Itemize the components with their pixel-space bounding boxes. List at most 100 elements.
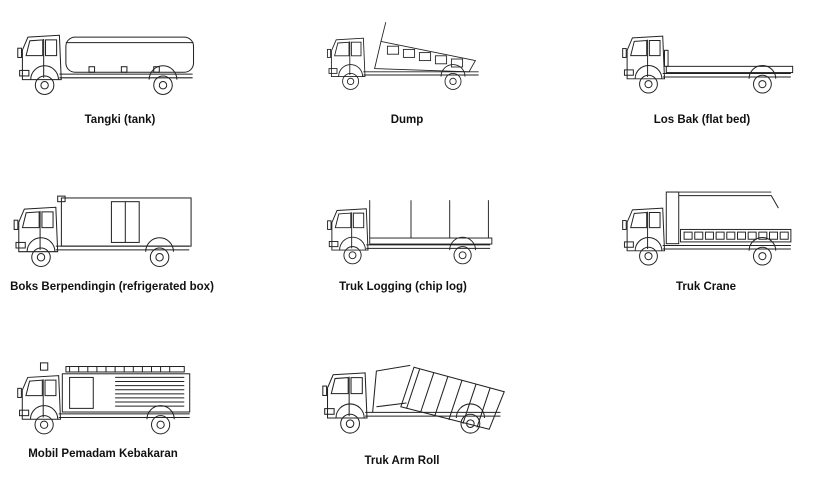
bumper <box>623 241 634 248</box>
bed-panel <box>769 231 779 240</box>
refrigeration-unit <box>57 195 66 203</box>
wheel-arch <box>338 64 364 77</box>
door-window <box>648 40 661 57</box>
wheel <box>343 246 362 265</box>
wheel-hub <box>158 81 168 90</box>
bed-panel <box>779 231 789 240</box>
wheel-hub <box>644 252 653 261</box>
bed-panel <box>683 231 693 240</box>
flatbed-truck-drawing <box>620 12 798 102</box>
valve <box>120 66 128 73</box>
wheel <box>340 413 360 434</box>
crane-bed <box>680 228 792 243</box>
truck-label: Truk Arm Roll <box>364 455 440 467</box>
door-window <box>648 212 661 229</box>
truck-illustration <box>17 34 195 95</box>
dump-truck-drawing <box>325 12 485 102</box>
wheel <box>639 74 658 94</box>
mirror <box>326 48 332 58</box>
truck-illustration <box>17 362 191 435</box>
bed-panel <box>736 231 746 240</box>
truck-illustration <box>13 195 192 268</box>
truck-illustration <box>327 200 493 265</box>
container-rib <box>420 372 435 413</box>
wheel-hub <box>758 252 767 261</box>
mirror <box>13 219 19 230</box>
bumper <box>324 408 335 415</box>
bumper <box>15 241 26 249</box>
headboard <box>664 49 669 67</box>
truck-illustration <box>622 191 792 266</box>
cab <box>626 35 666 80</box>
box <box>60 197 192 247</box>
wheel-hub <box>346 77 355 86</box>
wheel-hub <box>758 80 767 89</box>
wheel-hub <box>36 253 46 262</box>
wheel-arch <box>146 405 175 420</box>
truck-illustration <box>622 35 794 94</box>
bed-panel <box>694 231 704 240</box>
cab-window <box>25 379 43 397</box>
container-rib <box>448 380 463 421</box>
door-window <box>45 39 58 57</box>
door-window <box>41 211 54 229</box>
cab <box>21 34 62 81</box>
crane-boom <box>678 195 779 209</box>
wheel <box>444 72 462 90</box>
crane-column <box>665 191 680 245</box>
cab-window <box>630 40 648 57</box>
truck-label: Tangki (tank) <box>84 114 156 126</box>
wheel <box>342 72 360 90</box>
truck-illustration <box>326 22 479 90</box>
mirror <box>322 385 328 396</box>
wheel-arch <box>634 236 663 251</box>
wheel <box>34 75 55 95</box>
dump-bed <box>374 40 477 73</box>
cab <box>626 207 666 252</box>
tank-truck-drawing <box>15 12 200 102</box>
tailgate <box>380 22 387 42</box>
wheel <box>639 246 658 266</box>
wheel <box>153 75 173 95</box>
wheel-hub <box>449 77 457 86</box>
wheel <box>31 247 51 268</box>
truck-illustration <box>322 364 505 434</box>
wheel-hub <box>345 419 355 428</box>
bumper <box>328 68 338 74</box>
wheel-arch <box>339 236 366 251</box>
cab-window <box>630 212 648 229</box>
wheel-arch <box>449 236 476 251</box>
bumper <box>19 69 30 77</box>
wheel <box>753 74 772 94</box>
wheel-hub <box>40 81 49 90</box>
wheel-arch <box>30 65 59 80</box>
tank <box>65 36 195 73</box>
log-bed <box>369 237 493 245</box>
wheel-hub <box>458 251 467 260</box>
cab-window <box>21 211 40 229</box>
logging-truck-drawing <box>325 185 497 273</box>
bed-panel <box>747 231 757 240</box>
cab <box>327 372 368 419</box>
wheel-hub <box>466 419 475 428</box>
bumper <box>328 240 339 248</box>
wheel <box>34 415 54 435</box>
wheel <box>460 413 481 434</box>
wheel <box>453 246 472 265</box>
cab-window <box>334 212 352 229</box>
cab <box>331 208 369 251</box>
wheel-arch <box>440 64 466 77</box>
wheel-arch <box>455 403 486 419</box>
truck-label: Truk Crane <box>675 281 737 293</box>
wheel-arch <box>26 237 56 252</box>
bed-panel <box>402 48 416 58</box>
bed-panel <box>418 52 432 62</box>
door-window <box>44 379 57 397</box>
flat-bed <box>665 65 794 74</box>
wheel <box>149 247 170 268</box>
mirror <box>327 220 332 230</box>
bed-panel <box>434 55 448 65</box>
bumper <box>19 409 30 417</box>
mirror <box>622 220 627 230</box>
bed-panel <box>758 231 768 240</box>
